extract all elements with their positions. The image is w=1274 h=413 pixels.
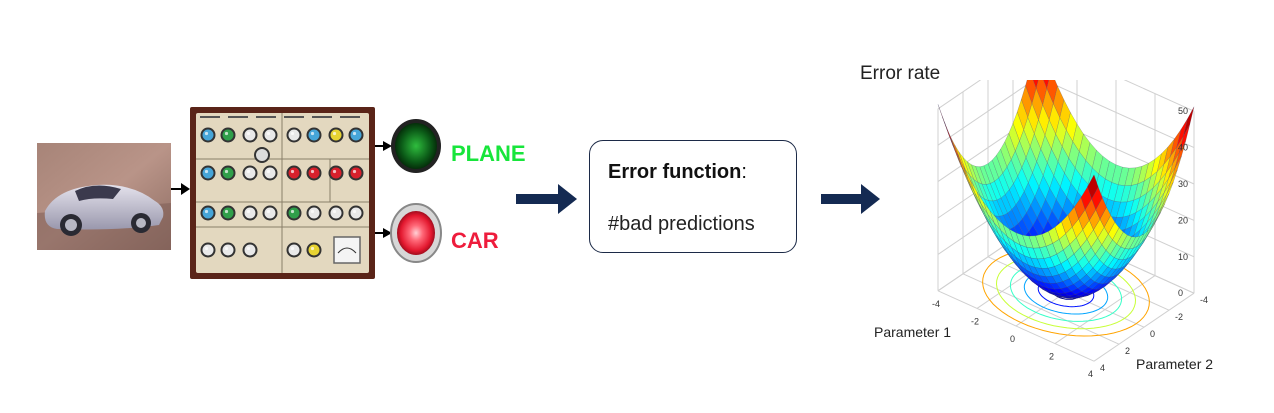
- z-tick-label: 50: [1178, 106, 1188, 116]
- error-function-box: Error function: #bad predictions: [589, 140, 797, 253]
- x-tick-label: -4: [1200, 295, 1208, 305]
- input-arrow: [171, 183, 190, 195]
- control-panel: [190, 107, 375, 279]
- plane-output-arrow: [375, 141, 392, 151]
- plane-indicator-light: [391, 119, 441, 173]
- z-tick-label: 10: [1178, 252, 1188, 262]
- arrow-to-error-function: [516, 184, 577, 214]
- x-tick-label: 2: [1125, 346, 1130, 356]
- plane-label: PLANE: [451, 141, 526, 166]
- y-tick-label: 4: [1088, 369, 1093, 379]
- y-tick-label: -2: [971, 316, 979, 326]
- y-tick-label: 0: [1010, 334, 1015, 344]
- z-tick-label: 0: [1178, 288, 1183, 298]
- y-tick-label: -4: [932, 299, 940, 309]
- error-function-title: Error function:: [608, 161, 747, 183]
- x-tick-label: 0: [1150, 329, 1155, 339]
- car-label: CAR: [451, 228, 499, 253]
- x-tick-label: -2: [1175, 312, 1183, 322]
- error-function-body: #bad predictions: [608, 213, 755, 235]
- z-tick-label: 30: [1178, 179, 1188, 189]
- z-tick-label: 20: [1178, 215, 1188, 225]
- error-surface-plot: 0 10 20 30 40 50 -4 -2 0 2 4 -4 -2 0 2 4: [932, 80, 1208, 379]
- car-output-arrow: [375, 228, 392, 238]
- arrow-to-surface-plot: [821, 184, 880, 214]
- y-tick-label: 2: [1049, 352, 1054, 362]
- x-axis-label: Parameter 1: [874, 324, 952, 340]
- car-photo: [37, 143, 171, 250]
- y-axis-label: Parameter 2: [1136, 356, 1214, 372]
- x-tick-label: 4: [1100, 363, 1105, 373]
- z-tick-label: 40: [1178, 143, 1188, 153]
- car-indicator-light: [390, 203, 442, 263]
- z-axis-label: Error rate: [860, 63, 941, 84]
